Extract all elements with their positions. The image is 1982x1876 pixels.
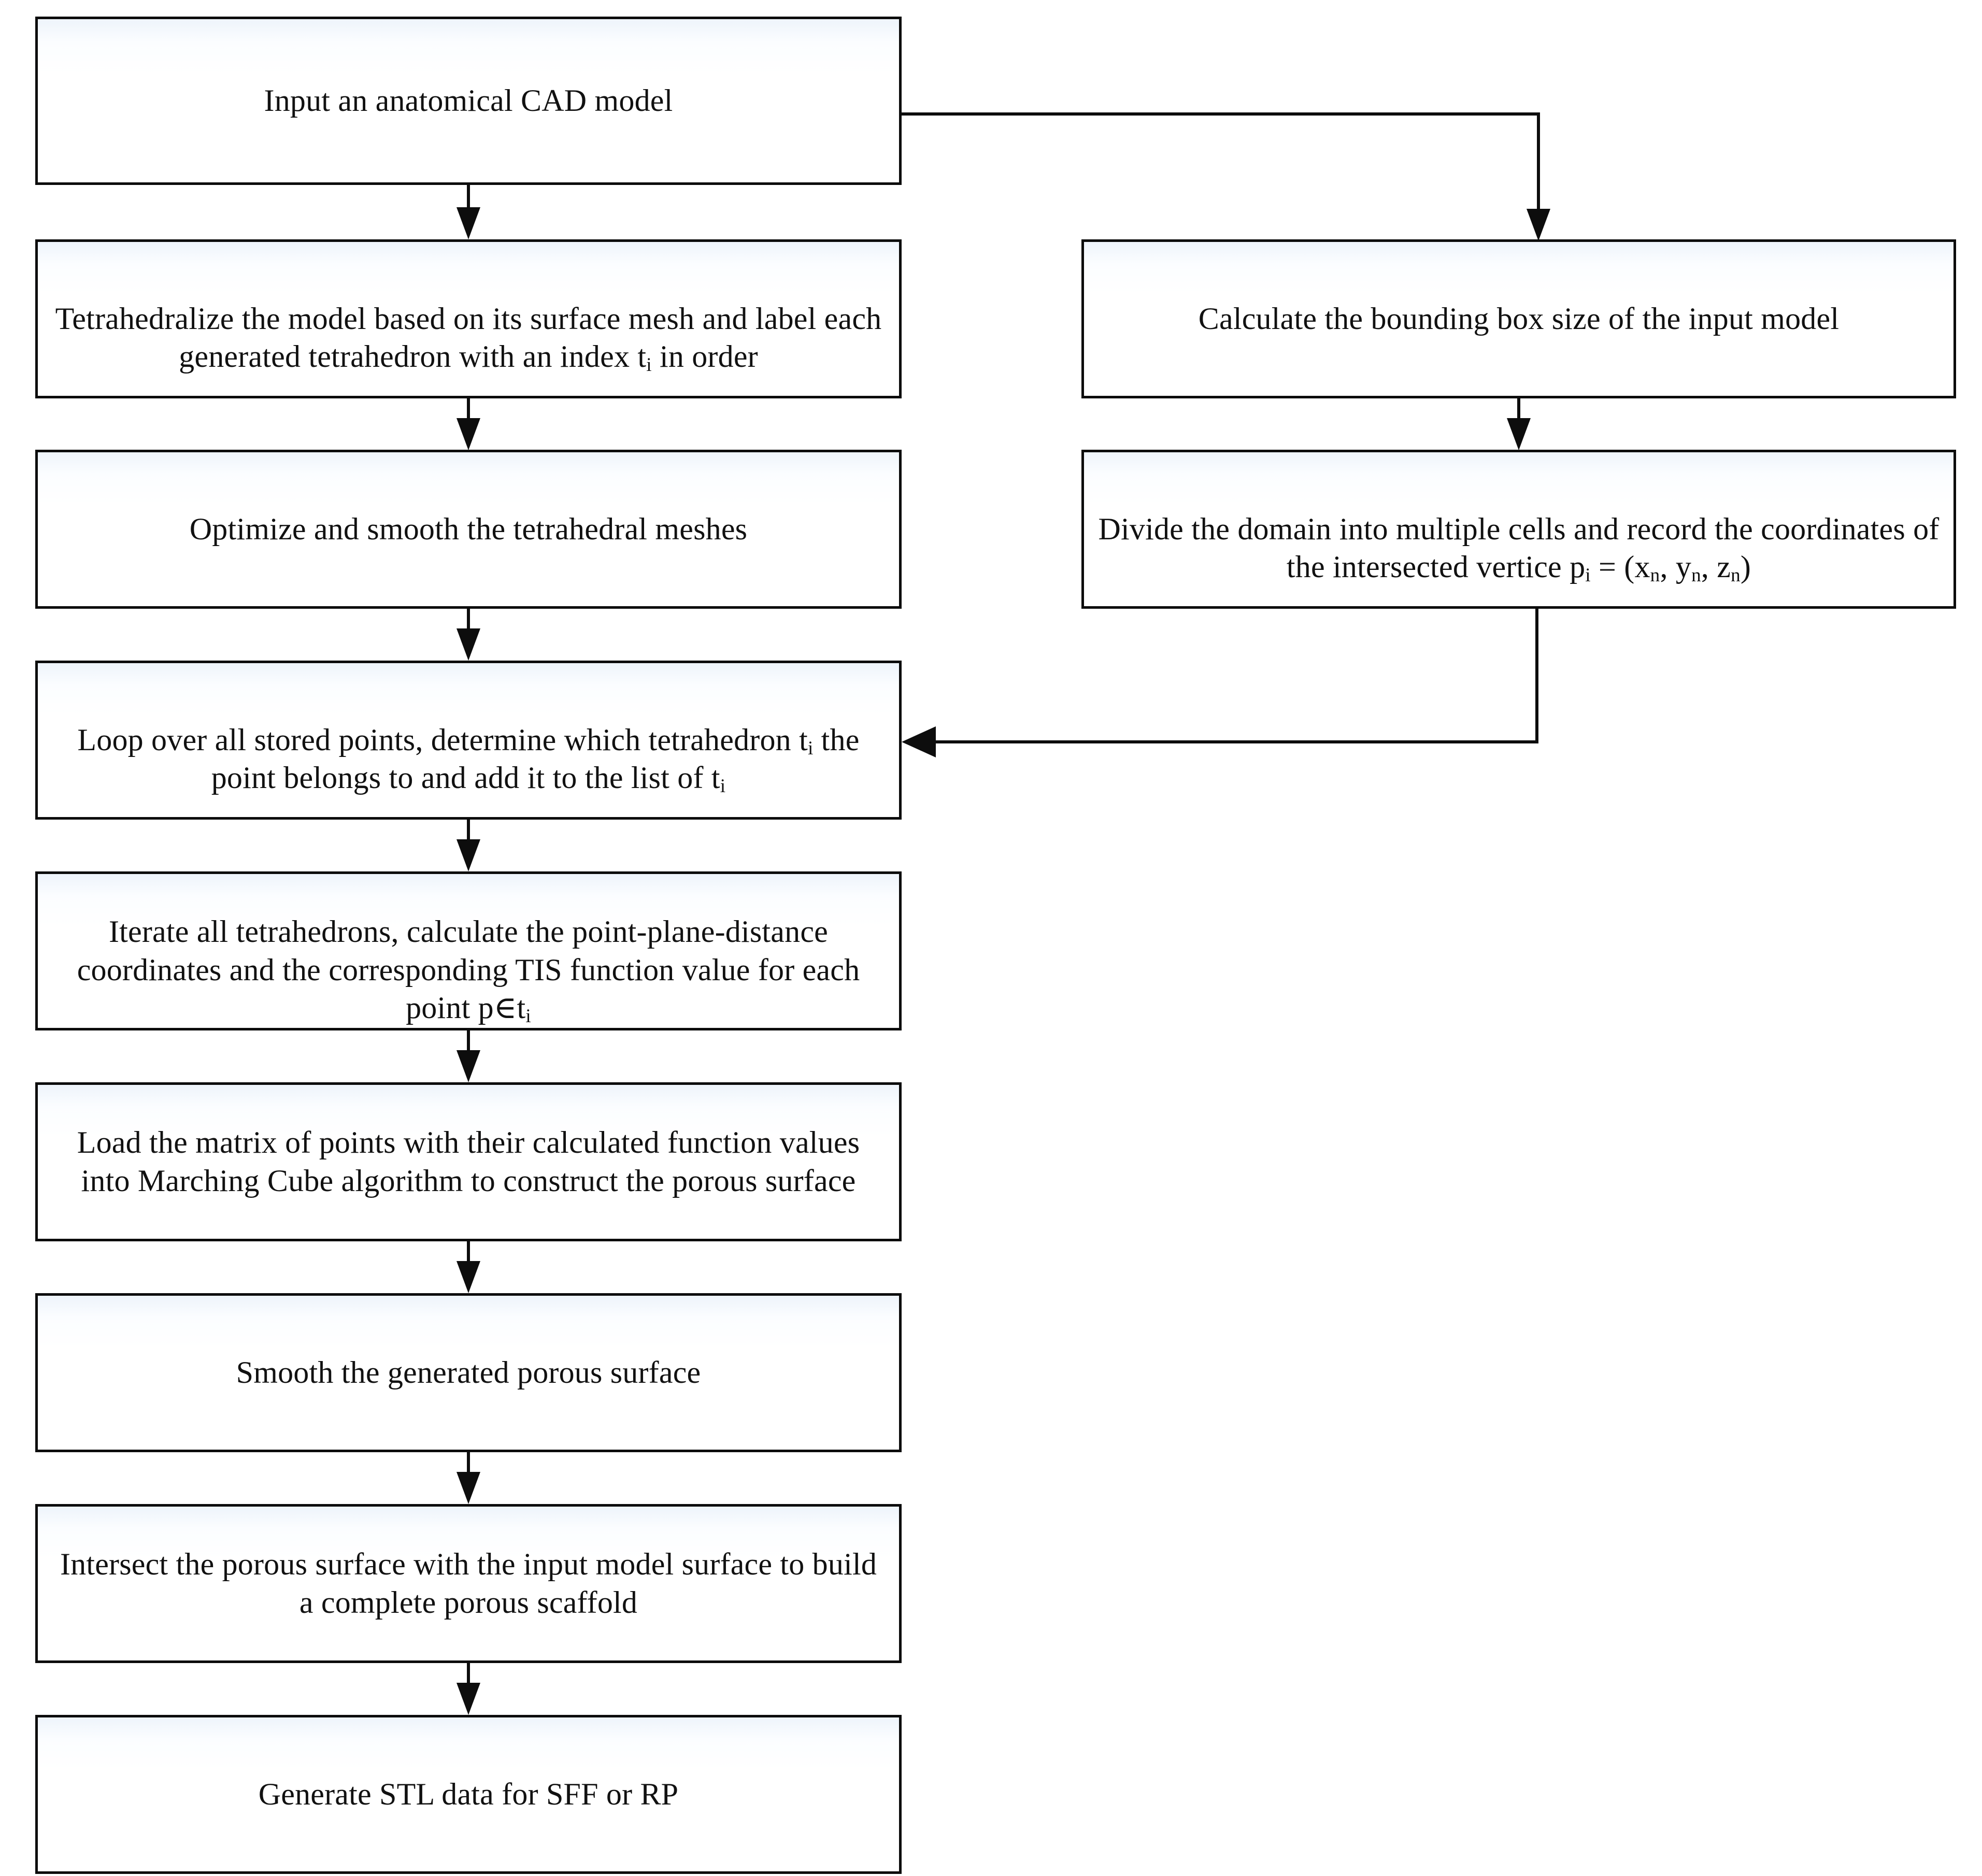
node-optimize-smooth[interactable]: Optimize and smooth the tetrahedral mesh… [35, 450, 902, 609]
node-label-part: Divide the domain into multiple cells an… [1098, 511, 1940, 584]
connector-intersect-to-generate-line [467, 1663, 470, 1688]
subscript-i: i [807, 738, 814, 760]
node-label-part: in order [651, 339, 758, 374]
node-generate-stl[interactable]: Generate STL data for SFF or RP [35, 1715, 902, 1874]
node-intersect-porous-surface[interactable]: Intersect the porous surface with the in… [35, 1504, 902, 1663]
connector-input-to-tetrahedralize-line [467, 185, 470, 210]
node-bounding-box-size[interactable]: Calculate the bounding box size of the i… [1081, 239, 1956, 398]
node-label: Load the matrix of points with their cal… [77, 1125, 860, 1198]
subscript-i: i [646, 354, 652, 376]
connector-optimize-to-loop-arrowhead [457, 628, 480, 661]
node-label-part: the point belongs to and add it to the l… [211, 722, 860, 795]
connector-bounding-box-to-divide-line [1517, 398, 1520, 423]
connector-input-to-bounding-box-horizontal [902, 112, 1540, 116]
connector-bounding-box-to-divide-arrowhead [1507, 418, 1531, 450]
subscript-i: i [1585, 565, 1591, 586]
node-label: Intersect the porous surface with the in… [60, 1547, 877, 1620]
connector-divide-to-loop-horizontal [935, 740, 1538, 743]
connector-intersect-to-generate-arrowhead [457, 1683, 480, 1715]
connector-divide-to-loop-vertical [1535, 609, 1538, 743]
connector-loop-to-iterate-line [467, 820, 470, 844]
node-label: Input an anatomical CAD model [264, 83, 673, 118]
node-iterate-tetrahedrons[interactable]: Iterate all tetrahedrons, calculate the … [35, 871, 902, 1030]
connector-smooth-to-intersect-arrowhead [457, 1472, 480, 1504]
connector-optimize-to-loop-line [467, 609, 470, 634]
connector-load-to-smooth-arrowhead [457, 1261, 480, 1293]
node-smooth-porous-surface[interactable]: Smooth the generated porous surface [35, 1293, 902, 1452]
node-label-part: Loop over all stored points, determine w… [77, 722, 808, 757]
connector-input-to-tetrahedralize-arrowhead [457, 207, 480, 239]
subscript-n: n [1650, 565, 1660, 586]
connector-load-to-smooth-line [467, 1241, 470, 1266]
node-input-cad-model[interactable]: Input an anatomical CAD model [35, 17, 902, 185]
connector-input-to-bounding-box-arrowhead [1527, 209, 1550, 241]
subscript-n: n [1691, 565, 1701, 586]
node-label: Tetrahedralize the model based on its su… [38, 262, 899, 376]
connector-smooth-to-intersect-line [467, 1452, 470, 1477]
node-label: Optimize and smooth the tetrahedral mesh… [189, 511, 748, 546]
node-load-matrix-marching-cube[interactable]: Load the matrix of points with their cal… [35, 1082, 902, 1241]
node-loop-stored-points[interactable]: Loop over all stored points, determine w… [35, 661, 902, 820]
connector-iterate-to-load-arrowhead [457, 1050, 480, 1082]
node-label-part: , z [1701, 550, 1731, 584]
node-label-part: = (x [1590, 550, 1650, 584]
node-label-part: Tetrahedralize the model based on its su… [55, 301, 882, 374]
subscript-i: i [525, 1005, 531, 1027]
node-divide-domain-cells[interactable]: Divide the domain into multiple cells an… [1081, 450, 1956, 609]
node-label: Divide the domain into multiple cells an… [1084, 472, 1954, 586]
connector-loop-to-iterate-arrowhead [457, 839, 480, 871]
connector-input-to-bounding-box-vertical [1537, 112, 1540, 212]
connector-tetrahedralize-to-optimize-arrowhead [457, 418, 480, 450]
node-label: Loop over all stored points, determine w… [38, 683, 899, 797]
node-label-part: , y [1660, 550, 1692, 584]
node-label: Smooth the generated porous surface [236, 1355, 701, 1390]
node-tetrahedralize[interactable]: Tetrahedralize the model based on its su… [35, 239, 902, 398]
connector-iterate-to-load-line [467, 1030, 470, 1055]
node-label: Generate STL data for SFF or RP [258, 1777, 679, 1811]
node-label-part: ) [1740, 550, 1751, 584]
node-label: Iterate all tetrahedrons, calculate the … [38, 875, 899, 1027]
connector-tetrahedralize-to-optimize-line [467, 398, 470, 423]
subscript-n: n [1731, 565, 1741, 586]
subscript-i: i [720, 776, 726, 797]
node-label: Calculate the bounding box size of the i… [1198, 301, 1840, 336]
connector-divide-to-loop-arrowhead [902, 726, 936, 757]
node-label-part: Iterate all tetrahedrons, calculate the … [77, 914, 860, 1025]
